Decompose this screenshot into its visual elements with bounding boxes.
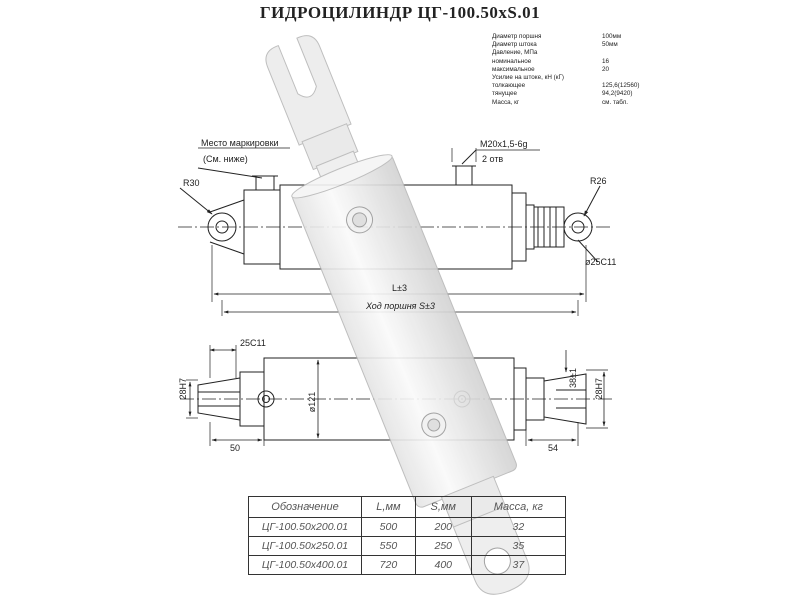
pin-diameter-label: ø25C11	[585, 257, 616, 267]
ear-right-label-a: 28H7	[594, 378, 604, 400]
spec-value: 16	[602, 57, 610, 65]
table-cell: 250	[414, 536, 472, 556]
table-cell: 400	[414, 555, 472, 575]
table-row: ЦГ-100.50x200.01 500 200 32	[248, 517, 567, 537]
table-cell: 550	[361, 536, 416, 556]
spec-row: номинальное 16	[492, 58, 639, 66]
spec-label: толкающее	[492, 82, 526, 90]
marking-note-label: (См. ниже)	[203, 154, 248, 164]
spec-value: 50мм	[602, 41, 618, 49]
table-cell: 35	[470, 536, 567, 556]
table-header-cell: S,мм	[414, 496, 472, 518]
body-diameter-label: ø121	[307, 392, 317, 413]
dim-right-label: 54	[548, 443, 558, 453]
stroke-label: Ход поршня S±3	[365, 301, 435, 311]
variants-table: Обозначение L,мм S,мм Масса, кг ЦГ-100.5…	[248, 496, 567, 575]
spec-row: Диаметр штока 50мм	[492, 41, 639, 49]
table-header-cell: L,мм	[361, 496, 416, 518]
table-cell: ЦГ-100.50x200.01	[248, 517, 362, 537]
table-cell: 500	[361, 517, 416, 537]
spec-row: Масса, кг см. табл.	[492, 99, 639, 107]
spec-value: 125,6(12560)	[602, 82, 640, 90]
spec-row: Усилие на штоке, кН (кГ)	[492, 74, 639, 82]
spec-value: см. табл.	[602, 98, 629, 106]
spec-row: толкающее 125,6(12560)	[492, 82, 639, 90]
spec-label: Диаметр штока	[492, 41, 537, 49]
spec-label: тянущее	[492, 90, 518, 98]
table-header-cell: Обозначение	[248, 496, 362, 518]
spec-value: 94,2(9420)	[602, 90, 633, 98]
dim-left-label: 50	[230, 443, 240, 453]
top-view	[178, 147, 612, 316]
spec-label: Давление, МПа	[492, 49, 538, 57]
spec-label: номинальное	[492, 57, 532, 65]
ear-right-label-b: 38±1	[568, 368, 578, 388]
ear-left-label: 28H7	[178, 378, 188, 400]
length-label: L±3	[392, 283, 407, 293]
table-cell: 720	[361, 555, 416, 575]
thread-label: M20x1,5-6g	[480, 139, 528, 149]
spec-value: 100мм	[602, 33, 622, 40]
table-header-cell: Масса, кг	[470, 496, 567, 518]
table-cell: ЦГ-100.50x400.01	[248, 555, 362, 575]
marking-place-label: Место маркировки	[201, 138, 279, 148]
page-title: ГИДРОЦИЛИНДР ЦГ-100.50xS.01	[259, 3, 541, 22]
pin-width-label: 25C11	[240, 338, 266, 348]
spec-label: Масса, кг	[492, 98, 520, 106]
table-cell: ЦГ-100.50x250.01	[248, 536, 362, 556]
spec-row: тянущее 94,2(9420)	[492, 90, 639, 98]
table-header-row: Обозначение L,мм S,мм Масса, кг	[248, 496, 567, 518]
table-row: ЦГ-100.50x400.01 720 400 37	[248, 555, 567, 575]
spec-row: Диаметр поршня 100мм	[492, 33, 639, 41]
spec-row: максимальное 20	[492, 66, 639, 74]
table-row: ЦГ-100.50x250.01 550 250 35	[248, 536, 567, 556]
radius-right-label: R26	[590, 176, 607, 186]
spec-label: максимальное	[492, 65, 535, 73]
spec-label: Усилие на штоке, кН (кГ)	[492, 74, 565, 82]
table-cell: 32	[470, 517, 567, 537]
radius-left-label: R30	[183, 178, 200, 188]
thread-count-label: 2 отв	[482, 154, 503, 164]
table-cell: 37	[470, 555, 567, 575]
spec-row: Давление, МПа	[492, 49, 639, 57]
spec-value: 20	[602, 65, 610, 73]
spec-label: Диаметр поршня	[492, 33, 542, 40]
table-cell: 200	[414, 517, 472, 537]
